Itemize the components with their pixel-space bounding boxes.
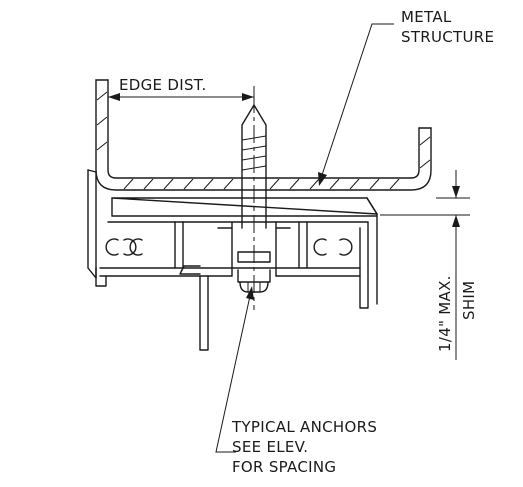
metal-structure-label-line1: METAL — [401, 8, 452, 26]
shim — [111, 197, 378, 215]
anchors-label-line3: FOR SPACING — [232, 458, 336, 476]
anchor-screw — [237, 95, 271, 310]
edge-distance-dimension — [108, 86, 255, 104]
frame-extrusion — [87, 169, 378, 351]
anchors-leader — [215, 286, 254, 453]
max-dimension-label: 1/4" MAX. — [436, 275, 454, 352]
shim-dimension — [380, 170, 470, 360]
metal-structure-hatch — [96, 91, 431, 190]
metal-structure — [95, 79, 432, 191]
metal-structure-leader — [318, 23, 394, 186]
anchors-label-line1: TYPICAL ANCHORS — [231, 418, 377, 436]
edge-dist-label: EDGE DIST. — [119, 76, 207, 94]
metal-structure-label-line2: STRUCTURE — [401, 28, 494, 46]
shim-label: SHIM — [460, 281, 478, 320]
anchors-label-line2: SEE ELEV. — [232, 438, 308, 456]
